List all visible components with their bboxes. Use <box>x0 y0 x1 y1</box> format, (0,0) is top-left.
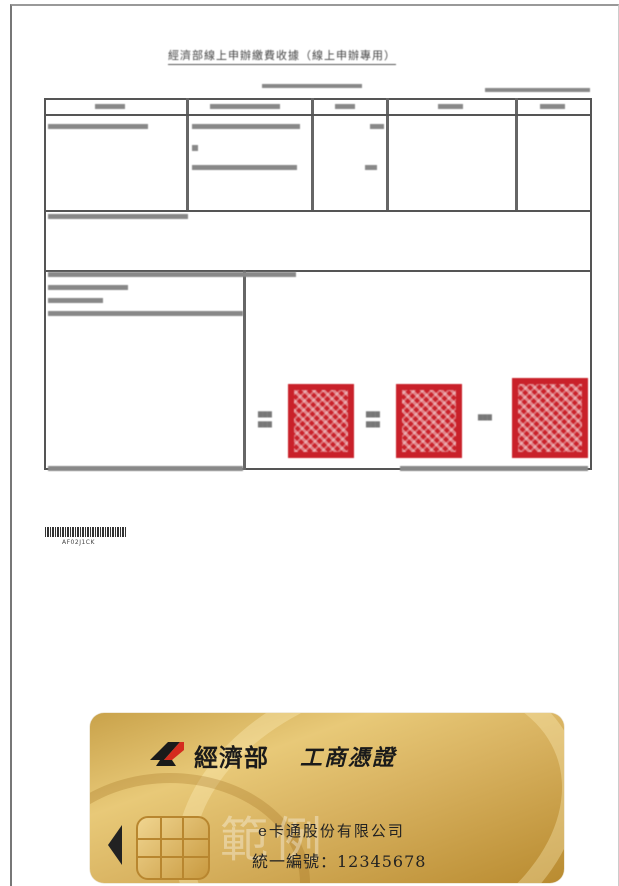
barcode-number: AF02J1CK <box>62 539 95 546</box>
header-cell <box>95 104 125 109</box>
smart-chip-icon <box>136 816 210 880</box>
table-row <box>44 210 592 272</box>
ministry-logo-icon <box>150 742 184 766</box>
divider <box>186 98 189 210</box>
seal-stamp-3 <box>512 378 588 458</box>
stamp-label: ▇▇▇▇▇▇ <box>366 411 380 428</box>
cell-text <box>192 165 297 170</box>
header-cell <box>335 104 355 109</box>
card-unified-number: 統一編號：12345678 <box>252 852 427 871</box>
divider <box>311 98 314 210</box>
cell-text <box>370 124 384 129</box>
table-row <box>44 270 592 470</box>
cell-text <box>48 214 188 219</box>
divider <box>515 98 518 210</box>
barcode <box>45 527 127 537</box>
receipt-title: 經濟部線上申辦繳費收據（線上申辦專用） <box>168 47 396 65</box>
header-cell <box>438 104 463 109</box>
seal-stamp-2 <box>396 384 462 458</box>
cell-text <box>48 311 243 316</box>
cell-text <box>48 124 148 129</box>
cell-text <box>192 145 198 151</box>
cell-text <box>365 165 377 170</box>
card-arrow-icon <box>108 825 122 865</box>
cell-text <box>48 272 296 277</box>
cell-text <box>48 285 128 290</box>
card-ministry-name: 經濟部 <box>194 743 269 772</box>
sample-watermark: 範例 <box>220 812 329 868</box>
divider <box>243 270 246 470</box>
number-line <box>485 88 590 92</box>
cell-text <box>192 124 300 129</box>
stamp-label: ▇▇▇ <box>478 414 492 421</box>
cell-text <box>48 298 103 303</box>
card-company-name: e卡通股份有限公司 <box>258 822 405 840</box>
footer-text <box>48 466 243 471</box>
divider <box>386 98 389 210</box>
card-certificate-label: 工商憑證 <box>300 746 397 771</box>
footer-text <box>400 466 588 471</box>
seal-stamp-1 <box>288 384 354 458</box>
header-cell <box>210 104 280 109</box>
date-line <box>262 84 362 88</box>
header-cell <box>540 104 565 109</box>
stamp-label: ▇▇▇▇▇▇ <box>258 411 272 428</box>
